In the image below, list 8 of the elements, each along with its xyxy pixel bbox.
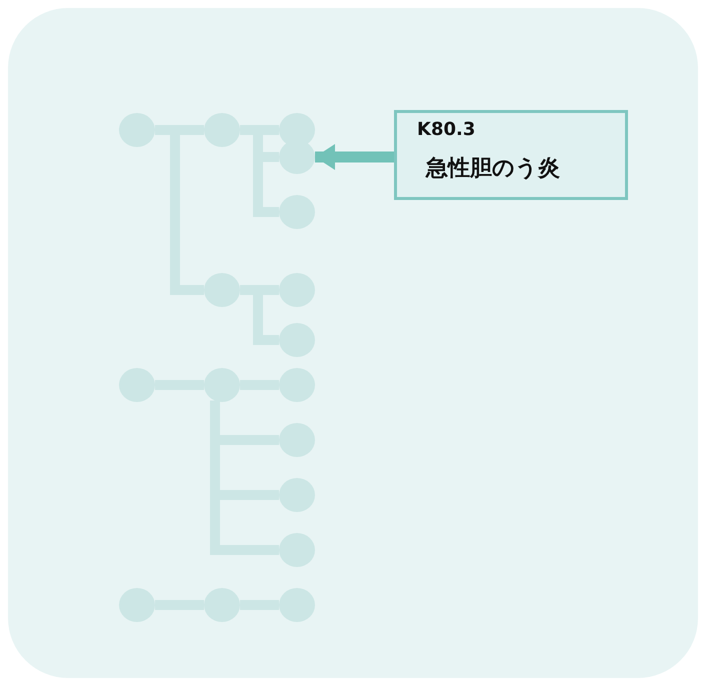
code-text: K80.3 <box>417 119 476 140</box>
connector-line <box>240 380 279 390</box>
diagnosis-text: 急性胆のう炎 <box>426 155 560 183</box>
arrow <box>315 144 394 170</box>
connector-line <box>155 600 204 610</box>
label-box <box>394 110 628 200</box>
connector-line <box>240 600 279 610</box>
connector-line <box>155 380 204 390</box>
